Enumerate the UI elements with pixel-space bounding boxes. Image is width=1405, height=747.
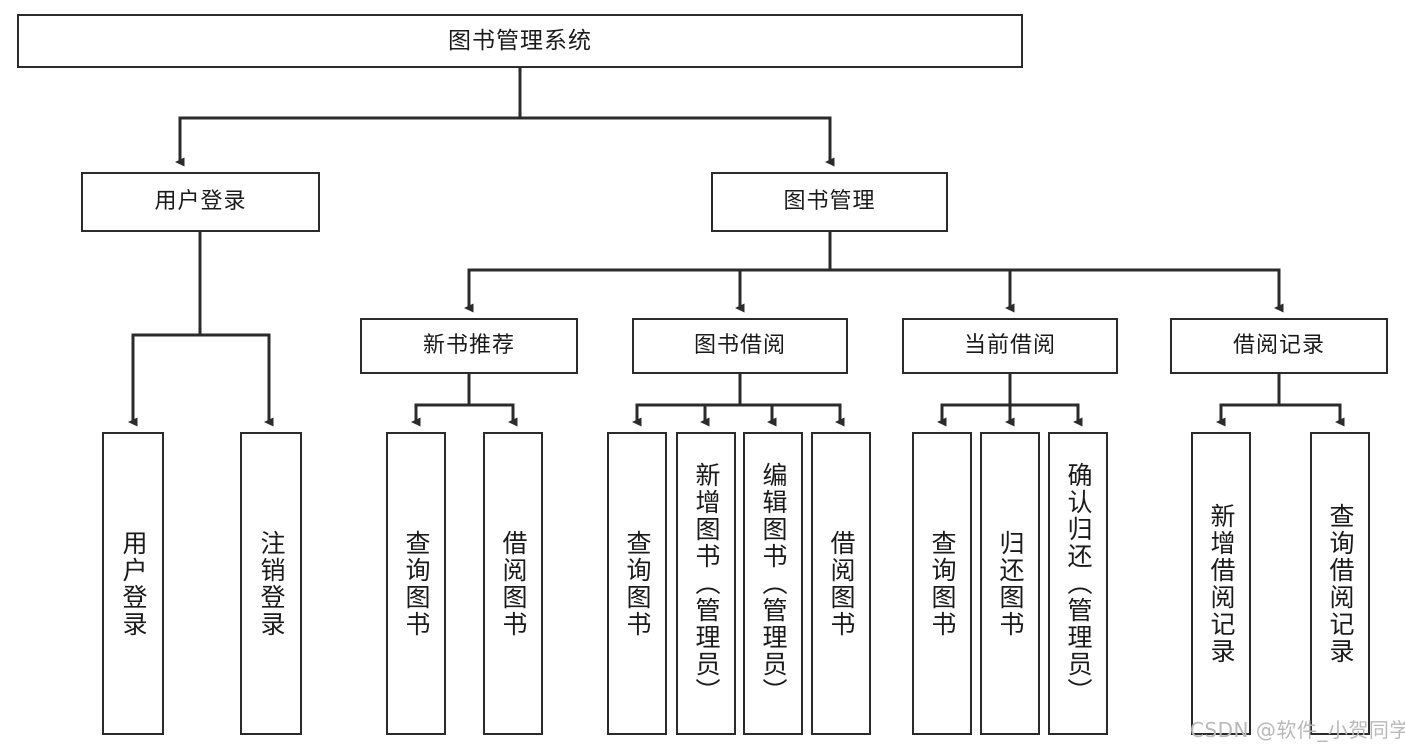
leaf-current-borrow-return-label: 归还图书 bbox=[996, 529, 1025, 638]
leaf-current-borrow-confirm[interactable]: 确认归还（管理员） bbox=[1048, 432, 1108, 735]
leaf-book-borrow-query-label: 查询图书 bbox=[623, 529, 652, 638]
leaf-book-borrow-borrow[interactable]: 借阅图书 bbox=[811, 432, 871, 735]
node-book-borrow-label: 图书借阅 bbox=[693, 333, 786, 358]
node-borrow-record[interactable]: 借阅记录 bbox=[1170, 318, 1388, 374]
leaf-user-login-signout-label: 注销登录 bbox=[257, 529, 286, 638]
node-book-management-label: 图书管理 bbox=[783, 189, 876, 214]
leaf-new-book-query[interactable]: 查询图书 bbox=[386, 432, 446, 735]
leaf-current-borrow-query[interactable]: 查询图书 bbox=[912, 432, 972, 735]
leaf-current-borrow-confirm-label: 确认归还（管理员） bbox=[1064, 462, 1093, 705]
node-book-management[interactable]: 图书管理 bbox=[711, 172, 948, 232]
leaf-book-borrow-add-label: 新增图书（管理员） bbox=[692, 462, 721, 705]
leaf-borrow-record-query[interactable]: 查询借阅记录 bbox=[1310, 432, 1370, 735]
leaf-borrow-record-query-label: 查询借阅记录 bbox=[1326, 502, 1355, 665]
leaf-book-borrow-add[interactable]: 新增图书（管理员） bbox=[676, 432, 736, 735]
node-book-borrow[interactable]: 图书借阅 bbox=[632, 318, 848, 374]
node-new-book-recommend-label: 新书推荐 bbox=[422, 333, 515, 358]
leaf-borrow-record-add[interactable]: 新增借阅记录 bbox=[1191, 432, 1251, 735]
node-current-borrow-label: 当前借阅 bbox=[963, 333, 1056, 358]
leaf-borrow-record-add-label: 新增借阅记录 bbox=[1207, 502, 1236, 665]
leaf-user-login-signin-label: 用户登录 bbox=[119, 529, 148, 638]
watermark-text: CSDN @软件_小贺同学 bbox=[1190, 718, 1405, 742]
leaf-user-login-signin[interactable]: 用户登录 bbox=[102, 432, 164, 735]
leaf-book-borrow-query[interactable]: 查询图书 bbox=[607, 432, 667, 735]
leaf-new-book-query-label: 查询图书 bbox=[402, 529, 431, 638]
leaf-book-borrow-edit[interactable]: 编辑图书（管理员） bbox=[743, 432, 803, 735]
node-root-system[interactable]: 图书管理系统 bbox=[17, 14, 1023, 68]
node-new-book-recommend[interactable]: 新书推荐 bbox=[360, 318, 578, 374]
node-root-system-label: 图书管理系统 bbox=[448, 27, 592, 54]
leaf-user-login-signout[interactable]: 注销登录 bbox=[240, 432, 302, 735]
node-user-login-label: 用户登录 bbox=[154, 189, 247, 214]
node-current-borrow[interactable]: 当前借阅 bbox=[902, 318, 1118, 374]
node-borrow-record-label: 借阅记录 bbox=[1232, 333, 1325, 358]
leaf-new-book-borrow-label: 借阅图书 bbox=[499, 529, 528, 638]
leaf-book-borrow-borrow-label: 借阅图书 bbox=[827, 529, 856, 638]
leaf-new-book-borrow[interactable]: 借阅图书 bbox=[483, 432, 543, 735]
node-user-login[interactable]: 用户登录 bbox=[81, 172, 320, 232]
leaf-current-borrow-query-label: 查询图书 bbox=[928, 529, 957, 638]
leaf-book-borrow-edit-label: 编辑图书（管理员） bbox=[759, 462, 788, 705]
leaf-current-borrow-return[interactable]: 归还图书 bbox=[980, 432, 1040, 735]
